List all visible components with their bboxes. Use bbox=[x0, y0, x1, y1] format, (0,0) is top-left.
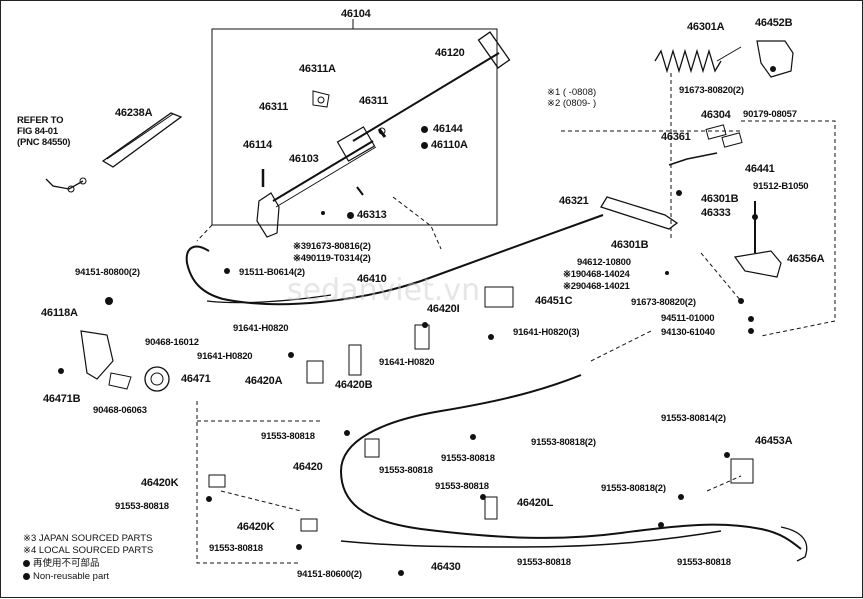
legend-nonreusable-en: Non-reusable part bbox=[23, 571, 109, 582]
filled-dot-icon bbox=[23, 572, 30, 580]
date-note-2: ※2 (0809- ) bbox=[547, 98, 597, 109]
label-91512: 91512-B1050 bbox=[753, 181, 809, 192]
label-46120: 46120 bbox=[435, 47, 465, 59]
legend-japan: ※3 JAPAN SOURCED PARTS bbox=[23, 533, 153, 544]
label-46361: 46361 bbox=[661, 131, 691, 143]
filled-dot-icon bbox=[23, 559, 30, 567]
label-46238A: 46238A bbox=[115, 107, 153, 119]
label-46430: 46430 bbox=[431, 561, 461, 573]
label-391673: ※391673-80816(2) bbox=[293, 241, 371, 252]
label-46311-left: 46311 bbox=[259, 101, 288, 113]
label-46410: 46410 bbox=[357, 273, 387, 285]
label-46103: 46103 bbox=[289, 153, 319, 165]
label-91553-80814: 91553-80814(2) bbox=[661, 413, 726, 424]
label-46118A: 46118A bbox=[41, 307, 78, 319]
label-91553-e: 91553-80818 bbox=[115, 501, 169, 512]
label-94151-80800: 94151-80800(2) bbox=[75, 267, 140, 278]
label-46420L: 46420L bbox=[517, 497, 554, 509]
label-46301B-a: 46301B bbox=[701, 193, 739, 205]
label-90179: 90179-08057 bbox=[743, 109, 797, 120]
label-46471B: 46471B bbox=[43, 393, 81, 405]
label-90468-16012: 90468-16012 bbox=[145, 337, 199, 348]
filled-dot-icon bbox=[421, 141, 428, 149]
label-46114: 46114 bbox=[243, 139, 272, 151]
label-46420I: 46420I bbox=[427, 303, 460, 315]
label-46311-right: 46311 bbox=[359, 95, 388, 107]
label-46441: 46441 bbox=[745, 163, 775, 175]
label-91553-i: 91553-80818(2) bbox=[601, 483, 666, 494]
refer-line2: FIG 84-01 bbox=[17, 126, 58, 137]
label-46311A: 46311A bbox=[299, 63, 336, 75]
label-46452B: 46452B bbox=[755, 17, 793, 29]
label-490119: ※490119-T0314(2) bbox=[293, 253, 371, 264]
label-46420K-a: 46420K bbox=[141, 477, 179, 489]
label-46356A: 46356A bbox=[787, 253, 825, 265]
label-91641-h0820-b: 91641-H0820 bbox=[197, 351, 253, 362]
label-46471: 46471 bbox=[181, 373, 211, 385]
legend-nonreusable-jp: 再使用不可部品 bbox=[23, 558, 100, 569]
label-94130: 94130-61040 bbox=[661, 327, 715, 338]
group-box-46104 bbox=[211, 28, 498, 226]
label-91553-b: 91553-80818(2) bbox=[531, 437, 596, 448]
label-91553-j: 91553-80818 bbox=[677, 557, 731, 568]
label-46144 bbox=[421, 123, 431, 135]
label-91553-c: 91553-80818 bbox=[441, 453, 495, 464]
label-46451C: 46451C bbox=[535, 295, 573, 307]
label-46301B-b: 46301B bbox=[611, 239, 649, 251]
label-46453A: 46453A bbox=[755, 435, 793, 447]
label-94151-80600: 94151-80600(2) bbox=[297, 569, 362, 580]
refer-line1: REFER TO bbox=[17, 115, 64, 126]
label-46104: 46104 bbox=[341, 8, 371, 20]
label-91673-a: 91673-80820(2) bbox=[679, 85, 744, 96]
filled-dot-icon bbox=[421, 125, 428, 133]
label-91553-d: 91553-80818 bbox=[379, 465, 433, 476]
label-46304: 46304 bbox=[701, 109, 731, 121]
label-46420K-b: 46420K bbox=[237, 521, 275, 533]
label-91553-a: 91553-80818 bbox=[261, 431, 315, 442]
label-91553-h: 91553-80818 bbox=[517, 557, 571, 568]
label-94511: 94511-01000 bbox=[661, 313, 715, 324]
label-190468: ※190468-14024 bbox=[563, 269, 630, 280]
label-46313: 46313 bbox=[347, 209, 387, 221]
label-91673-b: 91673-80820(2) bbox=[631, 297, 696, 308]
watermark: sedanviet.vn bbox=[287, 273, 481, 308]
label-46321: 46321 bbox=[559, 195, 589, 207]
legend-local: ※4 LOCAL SOURCED PARTS bbox=[23, 545, 154, 556]
label-91511: 91511-B0614(2) bbox=[239, 267, 305, 278]
filled-dot-icon bbox=[347, 211, 354, 219]
label-46301A: 46301A bbox=[687, 21, 725, 33]
label-91641-h0820-c: 91641-H0820 bbox=[379, 357, 435, 368]
label-91553-g: 91553-80818 bbox=[209, 543, 263, 554]
label-94612: 94612-10800 bbox=[577, 257, 631, 268]
label-46333: 46333 bbox=[701, 207, 731, 219]
label-91553-f: 91553-80818 bbox=[435, 481, 489, 492]
label-46420B: 46420B bbox=[335, 379, 373, 391]
label-91641-h0820-3: 91641-H0820(3) bbox=[513, 327, 580, 338]
label-290468: ※290468-14021 bbox=[563, 281, 630, 292]
label-46420A: 46420A bbox=[245, 375, 283, 387]
label-90468-06063: 90468-06063 bbox=[93, 405, 147, 416]
label-91641-h0820-a: 91641-H0820 bbox=[233, 323, 289, 334]
label-46144-text: 46144 bbox=[433, 123, 463, 135]
label-46110A: 46110A bbox=[421, 139, 468, 151]
date-note-1: ※1 ( -0808) bbox=[547, 87, 597, 98]
refer-line3: (PNC 84550) bbox=[17, 137, 71, 148]
label-46420: 46420 bbox=[293, 461, 323, 473]
